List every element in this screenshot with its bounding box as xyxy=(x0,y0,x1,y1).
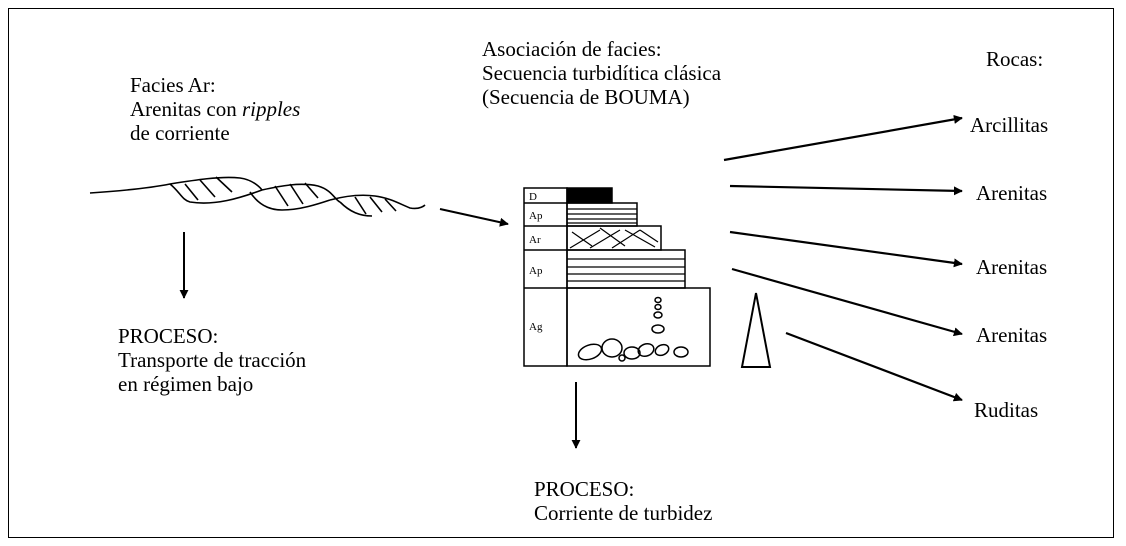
facies-title: Facies Ar: xyxy=(130,73,216,97)
column-label-ap-upper: Ap xyxy=(529,210,543,222)
column-label-ag: Ag xyxy=(529,321,543,333)
rocks-title: Rocas: xyxy=(986,47,1044,71)
column-label-ar: Ar xyxy=(529,234,541,246)
facies-description-cont: de corriente xyxy=(130,121,230,145)
facies-ar-text: Facies Ar: Arenitas con ripples de corri… xyxy=(130,73,300,145)
process-left-line3: en régimen bajo xyxy=(118,372,254,396)
rock-item-arenitas-1: Arenitas xyxy=(976,181,1048,205)
association-title: Asociación de facies: xyxy=(482,37,662,61)
column-label-ap-lower: Ap xyxy=(529,265,543,277)
ripple-sketch xyxy=(89,176,426,217)
grain-size-triangle xyxy=(740,292,772,368)
column-labels: D Ap Ar Ap Ag xyxy=(529,191,543,333)
bouma-column xyxy=(523,187,711,367)
association-bouma: (Secuencia de BOUMA) xyxy=(482,85,690,109)
process-bottom-title: PROCESO: xyxy=(534,477,635,501)
diagram-frame xyxy=(8,8,1114,538)
rock-item-arcillitas: Arcillitas xyxy=(970,113,1049,137)
association-text: Asociación de facies: Secuencia turbidít… xyxy=(482,37,721,109)
rock-item-arenitas-3: Arenitas xyxy=(976,323,1048,347)
process-left-line2: Transporte de tracción xyxy=(118,348,307,372)
process-bottom-line2: Corriente de turbidez xyxy=(534,501,713,525)
arrows-to-rocks xyxy=(723,114,963,402)
rock-item-ruditas: Ruditas xyxy=(974,398,1039,422)
rock-item-arenitas-2: Arenitas xyxy=(976,255,1048,279)
process-left-text: PROCESO: Transporte de tracción en régim… xyxy=(118,324,306,396)
process-left-title: PROCESO: xyxy=(118,324,219,348)
arrow-facies-to-column xyxy=(439,208,509,227)
process-bottom-text: PROCESO: Corriente de turbidez xyxy=(534,477,712,525)
association-sequence: Secuencia turbidítica clásica xyxy=(482,61,722,85)
ripples-italic: ripples xyxy=(241,97,301,121)
column-label-d: D xyxy=(529,191,537,203)
facies-description: Arenitas con ripples xyxy=(130,97,301,121)
